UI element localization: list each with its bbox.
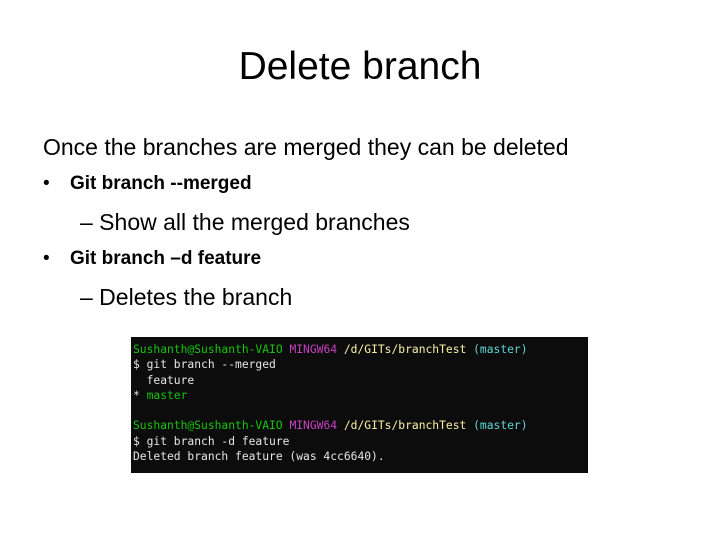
prompt-user: Sushanth@Sushanth-VAIO (133, 343, 283, 356)
terminal-command: $ git branch --merged (133, 358, 276, 372)
bullet-text: Git branch –d feature (70, 248, 262, 269)
prompt-branch: (master) (473, 343, 528, 356)
terminal-output: Deleted branch feature (was 4cc6640). (133, 450, 385, 464)
terminal-output-current: * master (133, 388, 188, 402)
prompt-path: /d/GITs/branchTest (343, 343, 467, 356)
slide-title: Delete branch (238, 45, 482, 88)
terminal-command: $ git branch -d feature (133, 434, 290, 448)
prompt-env: MINGW64 (289, 343, 338, 356)
prompt-env: MINGW64 (289, 419, 338, 433)
bullet-dot-icon: • (43, 173, 50, 194)
bullet-item-merged: • Git branch --merged (43, 172, 252, 196)
sub-bullet-delete: – Deletes the branch (80, 284, 293, 310)
bullet-dot-icon: • (43, 248, 50, 269)
terminal-prompt-line: Sushanth@Sushanth-VAIO MINGW64 /d/GITs/b… (133, 342, 588, 357)
sub-bullet-merged: – Show all the merged branches (80, 209, 410, 235)
bullet-item-delete: • Git branch –d feature (43, 247, 261, 271)
terminal-prompt-line: Sushanth@Sushanth-VAIO MINGW64 /d/GITs/b… (133, 418, 588, 433)
prompt-branch: (master) (473, 419, 528, 433)
prompt-user: Sushanth@Sushanth-VAIO (133, 419, 283, 433)
intro-text: Once the branches are merged they can be… (43, 134, 569, 160)
prompt-path: /d/GITs/branchTest (343, 419, 467, 433)
bullet-text: Git branch --merged (70, 173, 252, 194)
terminal-output: feature (133, 373, 195, 387)
terminal-blank (133, 403, 588, 418)
terminal-screenshot: Sushanth@Sushanth-VAIO MINGW64 /d/GITs/b… (131, 337, 588, 473)
